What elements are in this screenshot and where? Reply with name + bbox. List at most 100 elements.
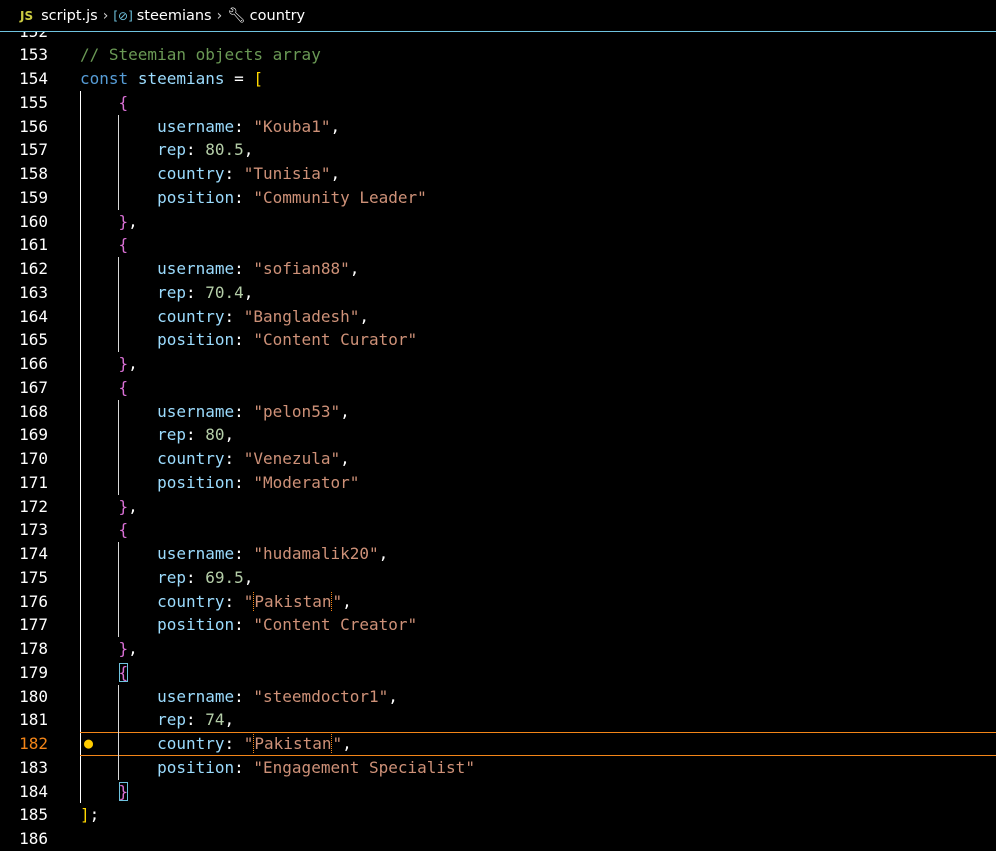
code-token: :: [224, 734, 244, 753]
code-token: :: [234, 259, 254, 278]
code-line[interactable]: 167 {: [0, 376, 996, 400]
lightbulb-icon[interactable]: ●: [84, 734, 94, 752]
code-line[interactable]: 159 position: "Community Leader": [0, 186, 996, 210]
code-token: username: [157, 116, 235, 136]
code-line[interactable]: 183 position: "Engagement Specialist": [0, 756, 996, 780]
code-line[interactable]: 173 {: [0, 518, 996, 542]
code-text: {: [80, 233, 129, 257]
line-number: 169: [19, 425, 48, 445]
code-line[interactable]: 181 rep: 74,: [0, 708, 996, 732]
code-line[interactable]: 153// Steemian objects array: [0, 43, 996, 67]
code-token: rep: [157, 710, 186, 730]
code-text: },: [80, 352, 138, 376]
code-token: }: [118, 211, 129, 231]
code-token: }: [118, 354, 129, 373]
code-text: },: [80, 210, 138, 234]
code-line[interactable]: 158 country: "Tunisia",: [0, 162, 996, 186]
code-line[interactable]: 166 },: [0, 352, 996, 376]
code-token: :: [224, 449, 244, 468]
code-line[interactable]: 164 country: "Bangladesh",: [0, 305, 996, 329]
code-text: country: "Venezula",: [80, 447, 350, 471]
code-line[interactable]: 157 rep: 80.5,: [0, 138, 996, 162]
code-token: country: [157, 449, 225, 468]
code-text: {: [80, 376, 129, 400]
line-number: 181: [19, 710, 48, 730]
code-line[interactable]: 182● country: "Pakistan",: [0, 732, 996, 756]
code-line[interactable]: 155 {: [0, 91, 996, 115]
code-text: ];: [80, 803, 99, 827]
code-text: },: [80, 495, 138, 519]
line-number: 173: [19, 520, 48, 540]
line-number: 164: [19, 306, 48, 326]
code-text: {: [80, 661, 129, 685]
code-token: ]: [80, 805, 90, 825]
code-token: [80, 235, 119, 254]
code-token: username: [157, 401, 235, 421]
code-token: [80, 93, 119, 112]
line-number: 160: [19, 211, 48, 231]
code-line[interactable]: 176 country: "Pakistan",: [0, 590, 996, 614]
code-token: ,: [342, 591, 352, 611]
breadcrumb-property[interactable]: country: [249, 7, 306, 24]
code-text: username: "Kouba1",: [80, 115, 340, 139]
code-token: :: [234, 615, 254, 635]
code-token: ": [332, 591, 343, 611]
code-token: position: [157, 187, 235, 207]
code-token: :: [234, 330, 254, 350]
code-token: "sofian88": [253, 259, 350, 278]
code-text: const steemians = [: [80, 67, 263, 91]
code-line[interactable]: 177 position: "Content Creator": [0, 613, 996, 637]
code-line[interactable]: 185];: [0, 803, 996, 827]
indent-guide: [118, 684, 119, 780]
code-line[interactable]: 160 },: [0, 210, 996, 234]
line-number: 170: [19, 449, 48, 468]
code-token: :: [224, 164, 244, 183]
code-token: :: [234, 401, 254, 421]
line-number: 161: [19, 235, 48, 255]
code-token: position: [157, 757, 235, 777]
code-line[interactable]: 179 {: [0, 661, 996, 685]
code-line[interactable]: 165 position: "Content Curator": [0, 328, 996, 352]
code-line[interactable]: 171 position: "Moderator": [0, 471, 996, 495]
indent-guide: [118, 114, 119, 210]
code-line[interactable]: 175 rep: 69.5,: [0, 566, 996, 590]
code-line[interactable]: 163 rep: 70.4,: [0, 281, 996, 305]
code-token: country: [157, 306, 225, 326]
code-line[interactable]: 161 {: [0, 233, 996, 257]
code-line[interactable]: 170 country: "Venezula",: [0, 447, 996, 471]
line-number: 166: [19, 354, 48, 373]
code-token: {: [118, 92, 129, 112]
code-line[interactable]: 186: [0, 827, 996, 851]
code-token: ,: [340, 449, 350, 468]
code-text: },: [80, 637, 138, 661]
code-text: {: [80, 91, 129, 115]
code-line[interactable]: 174 username: "hudamalik20",: [0, 542, 996, 566]
code-token: ": [243, 591, 254, 611]
code-text: rep: 80,: [80, 423, 234, 447]
breadcrumb-symbol[interactable]: steemians: [136, 7, 212, 24]
breadcrumb-file[interactable]: script.js: [41, 7, 98, 24]
code-editor[interactable]: 152153// Steemian objects array154const …: [0, 20, 996, 851]
code-line[interactable]: 184 }: [0, 780, 996, 804]
code-line[interactable]: 156 username: "Kouba1",: [0, 115, 996, 139]
code-text: rep: 69.5,: [80, 566, 253, 590]
line-number: 184: [19, 781, 48, 801]
code-line[interactable]: 172 },: [0, 495, 996, 519]
code-line[interactable]: 180 username: "steemdoctor1",: [0, 685, 996, 709]
code-token: "Content Creator": [253, 615, 418, 635]
code-token: ,: [330, 164, 341, 183]
line-number: 171: [19, 472, 48, 492]
code-line[interactable]: 162 username: "sofian88",: [0, 257, 996, 281]
code-token: ,: [378, 544, 389, 563]
line-number: 175: [19, 567, 48, 587]
code-token: {: [118, 377, 129, 397]
code-line[interactable]: 178 },: [0, 637, 996, 661]
code-token: country: [157, 164, 225, 183]
code-token: username: [157, 259, 235, 278]
code-text: username: "pelon53",: [80, 400, 350, 424]
code-line[interactable]: 169 rep: 80,: [0, 423, 996, 447]
code-line[interactable]: 168 username: "pelon53",: [0, 400, 996, 424]
line-number: 153: [19, 45, 48, 65]
code-token: :: [185, 425, 206, 445]
